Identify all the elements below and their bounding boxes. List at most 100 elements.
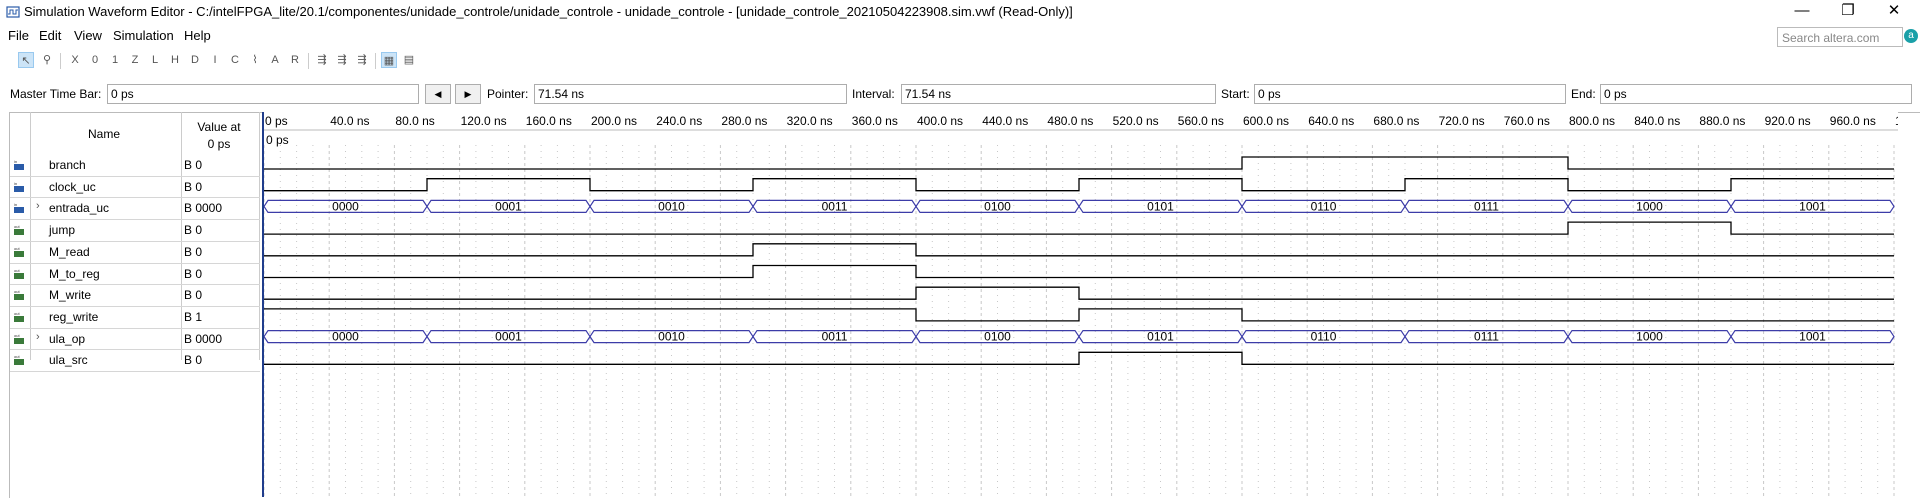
bus-value-label: 0101: [1147, 330, 1174, 344]
bus-value-label: 0110: [1311, 199, 1337, 213]
run-functional-simulation-icon[interactable]: ⇶: [317, 54, 327, 66]
waveform-m-to-reg: [264, 264, 1894, 279]
force-low-icon[interactable]: 0: [91, 54, 99, 66]
output-pin-icon: out: [14, 268, 24, 279]
end-label: End:: [1571, 87, 1596, 101]
search-input[interactable]: Search altera.com: [1777, 27, 1903, 47]
bus-value-label: 0111: [1474, 330, 1499, 344]
selection-tool-icon[interactable]: ↖: [18, 52, 34, 68]
bus-value-label: 1001: [1799, 199, 1826, 213]
row-separator: [10, 349, 260, 351]
interval-label: Interval:: [852, 87, 895, 101]
restore-button[interactable]: ❐: [1841, 2, 1855, 19]
signal-value: B 1: [184, 309, 203, 324]
signal-value: B 0: [184, 223, 203, 238]
pointer-field: 71.54 ns: [534, 84, 847, 104]
uninitialized-value-icon[interactable]: X: [71, 54, 79, 66]
waveform-clock-uc: [264, 178, 1894, 192]
value-column-header[interactable]: Value at 0 ps: [196, 119, 242, 153]
waveform-branch: [264, 156, 1894, 170]
column-divider: [259, 112, 260, 360]
close-button[interactable]: ✕: [1887, 2, 1901, 19]
time-bar: Master Time Bar: 0 ps ◀ ▶ Pointer: 71.54…: [0, 82, 1920, 108]
expand-bus-icon[interactable]: ›: [36, 200, 40, 213]
start-label: Start:: [1221, 87, 1250, 101]
grouping-icon[interactable]: ▤: [403, 54, 415, 66]
waveform-m-write: [264, 286, 1894, 300]
zoom-tool-icon[interactable]: ⚲: [42, 54, 52, 66]
bus-value-label: 0011: [822, 330, 848, 344]
signal-name: clock_uc: [49, 179, 96, 194]
dont-care-icon[interactable]: D: [191, 54, 199, 66]
menu-edit[interactable]: Edit: [39, 28, 62, 43]
bus-value-label: 0100: [984, 199, 1011, 213]
quartus-app-icon: [6, 6, 20, 18]
column-divider: [30, 112, 31, 360]
end-field: 0 ps: [1600, 84, 1912, 104]
menu-simulation[interactable]: Simulation: [113, 28, 174, 43]
minimize-button[interactable]: —: [1794, 2, 1810, 19]
high-impedance-icon[interactable]: Z: [131, 54, 139, 66]
random-value-icon[interactable]: R: [291, 54, 299, 66]
time-tick-label: 840.0 ns: [1634, 114, 1680, 128]
bus-value-label: 0000: [332, 199, 359, 213]
signal-value: B 0: [184, 158, 203, 172]
clock-value-icon[interactable]: ⌇: [252, 54, 258, 66]
row-separator: [10, 327, 260, 329]
run-timing-simulation-icon[interactable]: ⇶: [337, 54, 347, 66]
time-tick-label: 920.0 ns: [1765, 114, 1811, 128]
time-tick-label: 880.0 ns: [1699, 114, 1745, 128]
generate-netlist-icon[interactable]: ⇶: [357, 54, 367, 66]
weak-high-icon[interactable]: H: [171, 54, 179, 66]
waveform-view-icon[interactable]: ▦: [381, 52, 397, 68]
waveform-m-read: [264, 243, 1894, 257]
previous-transition-button[interactable]: ◀: [425, 84, 451, 104]
master-time-bar-field[interactable]: 0 ps: [107, 84, 419, 104]
menu-file[interactable]: File: [8, 28, 29, 43]
name-column-header[interactable]: Name: [88, 127, 121, 141]
row-separator: [10, 219, 260, 221]
time-tick-label: 680.0 ns: [1373, 114, 1419, 128]
row-separator: [10, 262, 260, 264]
output-pin-icon: out: [14, 246, 24, 257]
next-transition-button[interactable]: ▶: [455, 84, 481, 104]
menu-view[interactable]: View: [74, 28, 102, 43]
title-bar: Simulation Waveform Editor - C:/intelFPG…: [0, 0, 1920, 24]
menu-help[interactable]: Help: [184, 28, 211, 43]
output-pin-icon: out: [14, 354, 24, 366]
invert-value-icon[interactable]: I: [213, 54, 217, 66]
time-tick-label: 360.0 ns: [852, 114, 898, 128]
waveform-reg-write: [264, 308, 1894, 322]
signal-name: M_write: [49, 288, 92, 303]
svg-text:in: in: [14, 202, 17, 207]
output-pin-icon: out: [14, 333, 24, 344]
toolbar-separator: [308, 53, 309, 69]
count-value-icon[interactable]: C: [231, 54, 239, 66]
weak-low-icon[interactable]: L: [151, 54, 159, 66]
column-divider: [181, 112, 182, 360]
signal-name: M_to_reg: [49, 266, 100, 281]
time-tick-label: 520.0 ns: [1113, 114, 1159, 128]
expand-bus-icon[interactable]: ›: [36, 330, 40, 343]
time-tick-label: 720.0 ns: [1439, 114, 1485, 128]
force-high-icon[interactable]: 1: [111, 54, 119, 66]
time-tick-label: 800.0 ns: [1569, 114, 1615, 128]
cursor-time-label: 0 ps: [266, 133, 289, 147]
signal-name: branch: [49, 158, 86, 172]
time-tick-label: 640.0 ns: [1308, 114, 1354, 128]
arbitrary-value-icon[interactable]: A: [271, 54, 279, 66]
svg-text:out: out: [14, 224, 20, 229]
signal-name: ula_op: [49, 331, 86, 346]
